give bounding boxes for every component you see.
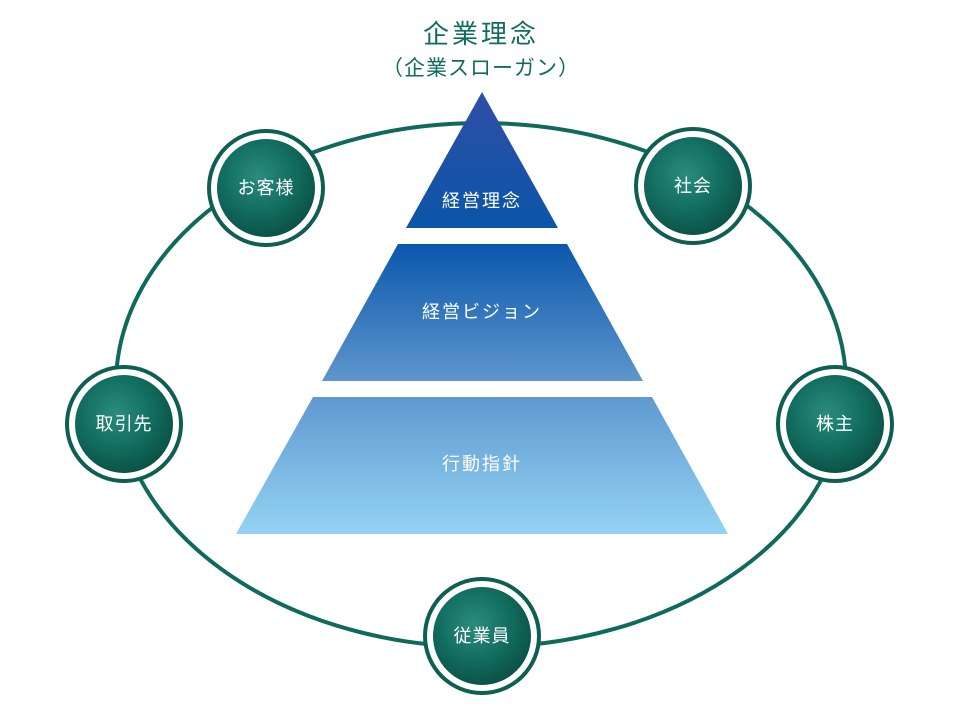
pyramid-level-middle xyxy=(322,244,643,381)
stakeholder-node-business-partners[interactable]: 取引先 xyxy=(65,365,183,483)
pyramid-level-label: 経営理念 xyxy=(442,190,522,212)
pyramid-level-bottom xyxy=(236,397,728,534)
pyramid: 経営理念 経営ビジョン 行動指針 xyxy=(236,92,728,534)
diagram-title: 企業理念 xyxy=(422,20,539,50)
pyramid-level-top xyxy=(406,92,558,228)
diagram-subtitle: （企業スローガン） xyxy=(382,56,580,80)
stakeholder-label: 従業員 xyxy=(454,626,511,647)
stakeholder-node-employees[interactable]: 従業員 xyxy=(423,577,541,695)
stakeholder-label: お客様 xyxy=(238,178,295,199)
stakeholder-label: 株主 xyxy=(816,414,854,435)
pyramid-level-label: 経営ビジョン xyxy=(422,302,542,323)
stakeholder-node-shareholders[interactable]: 株主 xyxy=(776,365,894,483)
pyramid-level-label: 行動指針 xyxy=(442,454,522,475)
stakeholder-node-society[interactable]: 社会 xyxy=(634,127,752,245)
stakeholder-label: 取引先 xyxy=(96,414,153,435)
stakeholder-label: 社会 xyxy=(674,176,712,197)
stakeholder-node-customers[interactable]: お客様 xyxy=(207,129,325,247)
